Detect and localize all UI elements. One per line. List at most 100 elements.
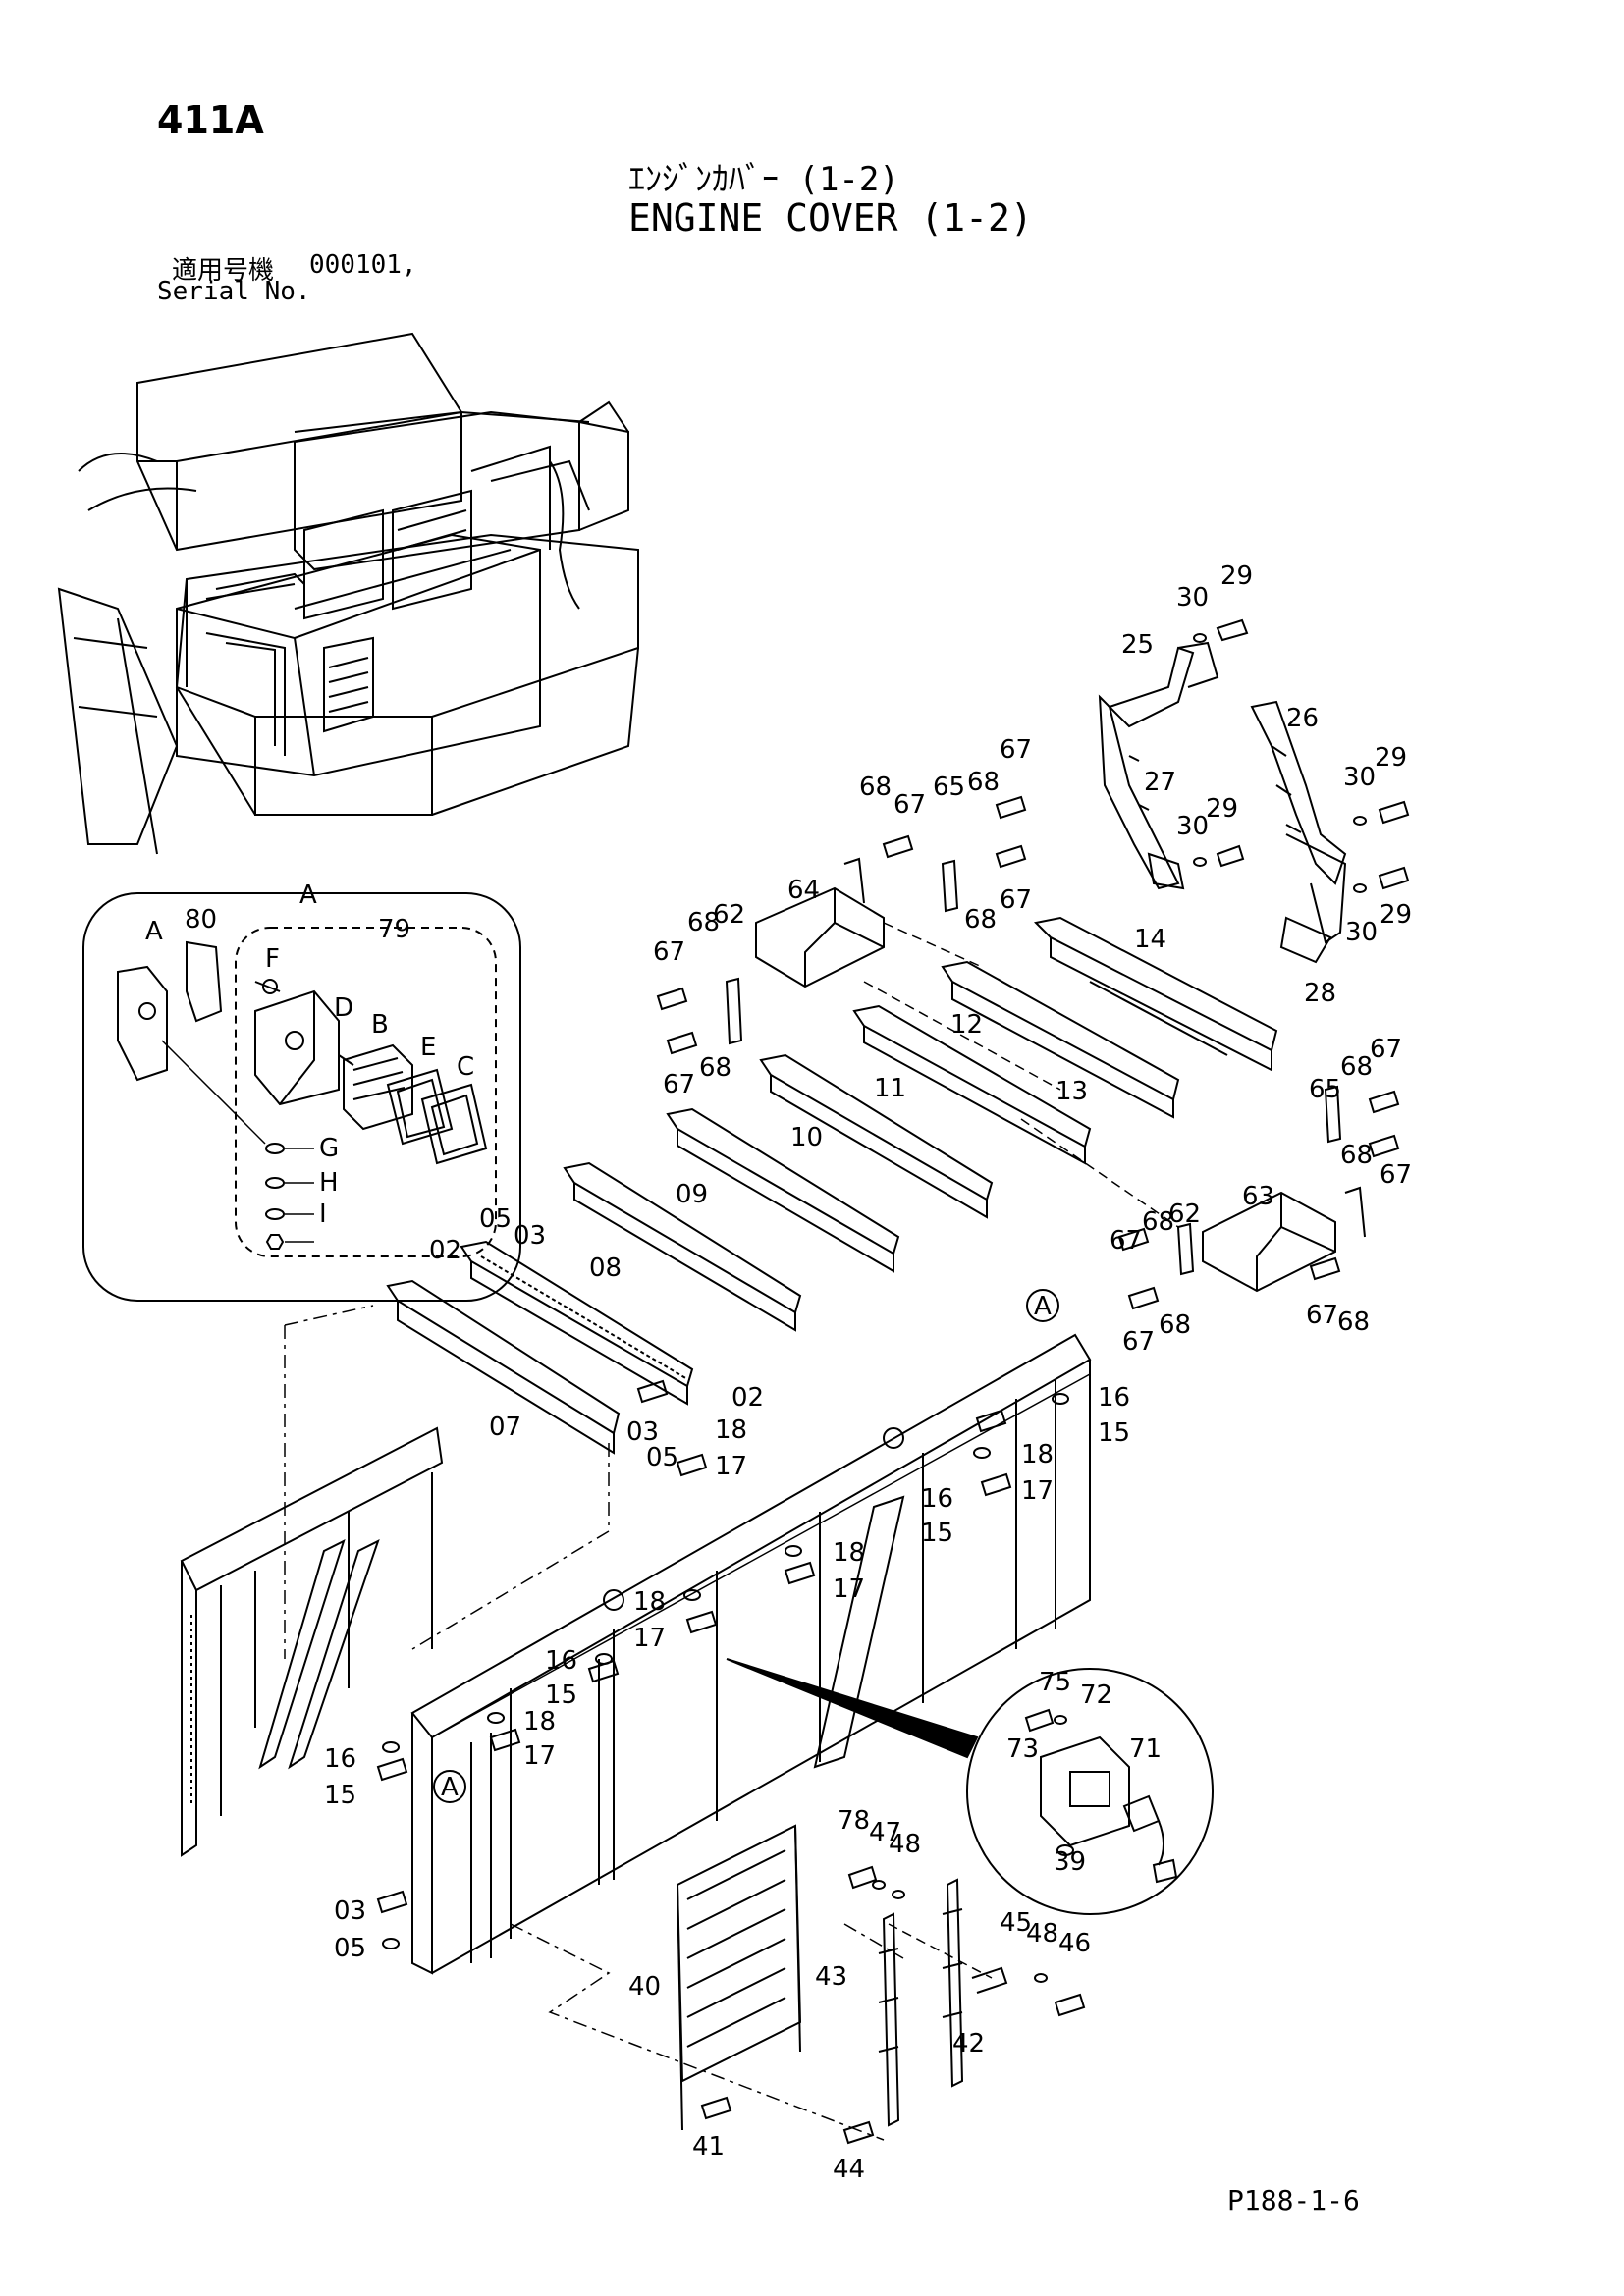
callout-05-b: 05: [646, 1443, 678, 1472]
callout-67: 67: [893, 790, 926, 820]
callout-h: I: [319, 1200, 327, 1229]
callout-c: D: [334, 993, 353, 1023]
callout-28: 28: [1304, 979, 1336, 1008]
callout-29-d: 29: [1380, 900, 1412, 930]
callout-79: 80: [185, 905, 217, 934]
handrail-brackets: [1098, 618, 1410, 964]
callout-68-e: 68: [964, 905, 997, 934]
callout-68-g: 68: [1340, 1141, 1373, 1170]
callout-18-c: 18: [833, 1538, 865, 1568]
page-code: 411A: [157, 98, 264, 141]
callout-43: 44: [833, 2155, 865, 2184]
callout-18: 18: [715, 1415, 747, 1445]
callout-40: 41: [692, 2132, 725, 2162]
callout-03: 03: [514, 1221, 546, 1251]
callout-30-c: 30: [1343, 763, 1376, 792]
callout-16-d: 16: [324, 1744, 356, 1774]
callout-d: E: [420, 1033, 436, 1062]
callout-66-c: 67: [1000, 735, 1032, 765]
serial-label-japanese: 適用号機: [172, 256, 275, 286]
title-english: ENGINE COVER (1-2): [628, 196, 1033, 240]
callout-29-b: 29: [1206, 794, 1238, 824]
callout-62: 62: [713, 900, 745, 930]
callout-30-d: 30: [1345, 918, 1378, 947]
callout-03-b: 03: [626, 1417, 659, 1447]
callout-66-h: 67: [1122, 1327, 1155, 1357]
serial-number-value: 000101,: [309, 250, 417, 280]
callout-68-i: 68: [1337, 1308, 1370, 1337]
callout-15-b: 15: [921, 1519, 953, 1548]
callout-68-b: 68: [699, 1053, 731, 1083]
callout-17-c: 17: [833, 1575, 865, 1604]
callout-26: 26: [1286, 704, 1319, 733]
callout-16-c: 16: [545, 1646, 577, 1676]
callout-64: 64: [787, 876, 820, 905]
section-marker-a-bottom: A: [441, 1773, 459, 1802]
callout-78: 79: [378, 915, 410, 944]
callout-03-c: 03: [334, 1896, 366, 1926]
callout-25: 25: [1121, 630, 1154, 660]
detail-view-a: [82, 892, 521, 1302]
callout-09: 09: [676, 1180, 708, 1209]
callout-17: 17: [715, 1452, 747, 1481]
callout-66-b: 67: [663, 1070, 695, 1099]
callout-27: 27: [1144, 768, 1176, 797]
callout-65-b: 65: [1309, 1075, 1341, 1104]
callout-41: 42: [952, 2029, 985, 2058]
callout-02-b: 02: [731, 1383, 764, 1413]
callout-48: 78: [838, 1806, 870, 1836]
callout-46: 47: [869, 1818, 901, 1847]
callout-47-b: 48: [1026, 1919, 1058, 1949]
callout-e: G: [319, 1134, 339, 1163]
callout-80: A: [145, 917, 163, 946]
callout-18-b: 18: [1021, 1440, 1054, 1469]
callout-15-d: 15: [324, 1781, 356, 1810]
callout-44: 45: [1000, 1908, 1032, 1938]
callout-f: F: [265, 944, 280, 974]
callout-29-c: 29: [1375, 743, 1407, 773]
callout-29: 29: [1220, 561, 1253, 591]
callout-17-d: 17: [633, 1624, 666, 1653]
callout-13: 13: [1056, 1077, 1088, 1106]
callout-30-b: 30: [1176, 812, 1209, 841]
callout-73: 73: [1006, 1735, 1039, 1764]
callout-47: 48: [889, 1830, 921, 1859]
callout-b: C: [457, 1052, 474, 1082]
callout-30: 30: [1176, 583, 1209, 613]
callout-68-d: 68: [967, 768, 1000, 797]
callout-12: 12: [950, 1010, 983, 1040]
callout-02: 02: [429, 1236, 461, 1265]
callout-16: 16: [1098, 1383, 1130, 1413]
callout-15-c: 15: [545, 1681, 577, 1710]
callout-05: 05: [479, 1204, 512, 1234]
page-reference: P188-1-6: [1227, 2184, 1360, 2216]
callout-66-f: 67: [1380, 1160, 1412, 1190]
title-japanese: ｴﾝｼﾞﾝｶﾊﾞｰ (1-2): [628, 160, 899, 199]
callout-18-e: 18: [523, 1707, 556, 1736]
callout-17-e: 17: [523, 1741, 556, 1771]
callout-74: 75: [1039, 1668, 1071, 1697]
cover-support-beams: [386, 795, 1400, 1455]
callout-05-c: 05: [334, 1934, 366, 1963]
engine-cover-panels: [180, 1289, 1092, 2141]
callout-68-c: 68: [859, 773, 892, 802]
callout-66: 67: [653, 937, 685, 967]
callout-10: 10: [790, 1123, 823, 1152]
callout-39: 40: [628, 1972, 661, 2002]
section-marker-a-top: A: [1034, 1292, 1052, 1321]
callout-18-d: 18: [633, 1587, 666, 1617]
callout-42: 43: [815, 1962, 847, 1992]
callout-68-j: 68: [1159, 1310, 1191, 1340]
callout-14: 14: [1134, 925, 1166, 954]
callout-63: 63: [1242, 1182, 1274, 1211]
callout-a: B: [371, 1010, 389, 1040]
serial-label-english: Serial No.: [157, 277, 311, 306]
callout-45: 46: [1058, 1929, 1091, 1958]
callout-g: H: [319, 1168, 339, 1198]
callout-66-g: 67: [1110, 1226, 1142, 1255]
machine-overview-illustration: [57, 332, 639, 855]
callout-68-f: 68: [1340, 1052, 1373, 1082]
callout-62-b: 62: [1168, 1200, 1201, 1229]
callout-72: 72: [1080, 1681, 1112, 1710]
